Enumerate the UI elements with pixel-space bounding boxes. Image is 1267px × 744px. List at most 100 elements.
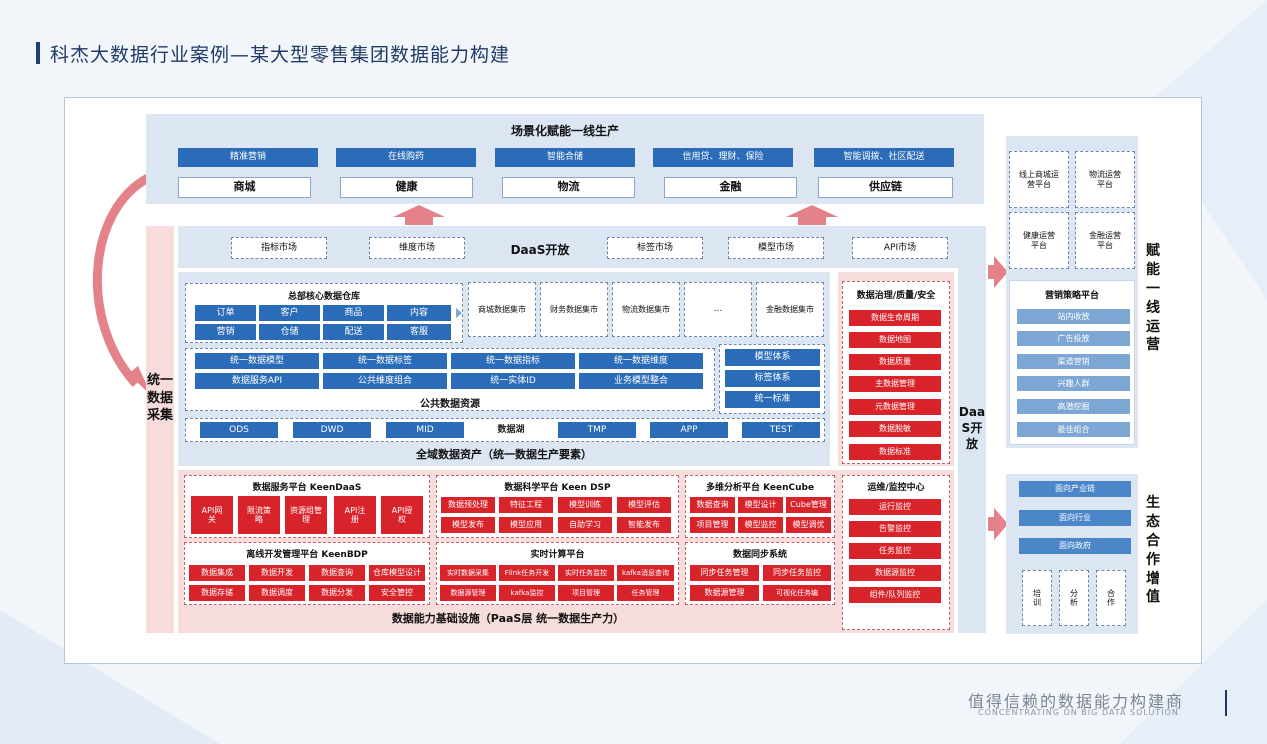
hq-cell: 营销	[195, 324, 256, 340]
keenbdp-item: 仓库模型设计	[369, 565, 425, 581]
sync-item: 同步任务管理	[690, 565, 759, 581]
market-item: 维度市场	[369, 237, 465, 259]
ops-item: 组件/队列监控	[849, 587, 941, 603]
up-arrow-stem	[405, 217, 433, 225]
layer-item: APP	[650, 422, 728, 438]
unified-item: 统一数据指标	[451, 353, 575, 369]
system-item: 标签体系	[725, 370, 820, 387]
eco-bottom: 分析	[1059, 570, 1089, 626]
up-arrow-icon	[786, 205, 838, 217]
realtime-item: Flink任务开发	[499, 565, 555, 581]
unified-item: 统一数据维度	[579, 353, 703, 369]
hq-cell: 订单	[195, 305, 256, 321]
ops-title: 运维/监控中心	[867, 483, 925, 493]
right-arrow-stem	[988, 517, 996, 531]
keencube-item: 模型调优	[786, 517, 831, 533]
keenbdp-item: 数据存储	[189, 585, 245, 601]
keendaas-title: 数据服务平台 KeenDaaS	[252, 483, 362, 493]
keendsp-item: 模型应用	[499, 517, 553, 533]
eco-bottom: 培训	[1022, 570, 1052, 626]
ops-platform-label: 金融运营平台	[1089, 231, 1121, 250]
scenario-tag: 精准营销	[178, 148, 318, 167]
keendaas-item: 限流策略	[238, 496, 280, 534]
sync-item: 数据源管理	[690, 585, 759, 601]
layer-item: MID	[386, 422, 464, 438]
governance-item: 数据标准	[849, 444, 941, 460]
ops-item: 告警监控	[849, 521, 941, 537]
keenbdp-item: 数据分发	[309, 585, 365, 601]
market-item: 模型市场	[728, 237, 824, 259]
data-mart-label: 商城数据集市	[478, 304, 526, 314]
data-mart: 商城数据集市	[468, 282, 536, 337]
keenbdp-title: 离线开发管理平台 KeenBDP	[246, 550, 368, 560]
keendsp-title: 数据科学平台 Keen DSP	[504, 483, 611, 493]
keendsp-item: 自助学习	[558, 517, 612, 533]
ops-platform-label: 线上商城运营平台	[1019, 170, 1059, 189]
title-accent-bar	[36, 42, 40, 64]
ops-item: 任务监控	[849, 543, 941, 559]
keencube-title: 多维分析平台 KeenCube	[705, 483, 815, 493]
daas-vertical-label: DaaS开放	[958, 405, 986, 452]
right-arrow-icon	[994, 256, 1008, 288]
right-arrow-icon	[994, 508, 1008, 540]
connector-arrow-icon	[456, 308, 462, 318]
ops-item: 运行监控	[849, 499, 941, 515]
keendsp-item: 数据预处理	[441, 497, 495, 513]
keendsp-item: 智能发布	[617, 517, 671, 533]
footer-accent-bar	[1225, 690, 1227, 716]
scenario-heading: 场景化赋能一线生产	[510, 124, 619, 138]
governance-title: 数据治理/质量/安全	[856, 291, 936, 301]
keendaas-item: API注册	[334, 496, 376, 534]
layer-item: TEST	[742, 422, 820, 438]
data-mart-label: 物流数据集市	[622, 304, 670, 314]
hq-warehouse-title: 总部核心数据仓库	[287, 292, 360, 302]
data-mart-label: 财务数据集市	[550, 304, 598, 314]
keendsp-item: 模型训练	[558, 497, 612, 513]
governance-item: 元数据管理	[849, 399, 941, 415]
data-mart: 财务数据集市	[540, 282, 608, 337]
biz-domain: 金融	[664, 177, 797, 198]
governance-item: 数据质量	[849, 354, 941, 370]
market-item: 指标市场	[231, 237, 327, 259]
sync-item: 可视化任务编	[763, 585, 831, 601]
keenbdp-item: 安全管控	[369, 585, 425, 601]
eco-item: 面向行业	[1019, 510, 1131, 526]
governance-item: 数据脱敏	[849, 421, 941, 437]
data-mart: …	[684, 282, 752, 337]
scenario-tag: 智能合储	[495, 148, 635, 167]
eco-bottom-label: 分析	[1070, 588, 1078, 607]
marketing-item: 最佳组合	[1017, 422, 1130, 437]
realtime-item: kafka监控	[499, 585, 555, 601]
hq-cell: 客服	[387, 324, 451, 340]
marketing-item: 高潜挖掘	[1017, 399, 1130, 414]
keenbdp-item: 数据开发	[249, 565, 305, 581]
unified-item: 统一实体ID	[451, 373, 575, 389]
realtime-item: kafka消息查询	[617, 565, 674, 581]
layer-item: TMP	[558, 422, 636, 438]
keencube-item: Cube管理	[786, 497, 831, 513]
marketing-title: 营销策略平台	[1044, 291, 1099, 301]
unified-item: 数据服务API	[195, 373, 319, 389]
marketing-item: 站内收放	[1017, 309, 1130, 324]
eco-bottom-label: 培训	[1033, 588, 1041, 607]
realtime-item: 项目管理	[558, 585, 614, 601]
layer-item: 数据湖	[497, 424, 525, 435]
eco-bottom-label: 合作	[1107, 588, 1115, 607]
keenbdp-item: 数据集成	[189, 565, 245, 581]
keencube-item: 项目管理	[690, 517, 735, 533]
layer-item: ODS	[200, 422, 278, 438]
keendsp-item: 模型评估	[617, 497, 671, 513]
data-mart: 物流数据集市	[612, 282, 680, 337]
market-item: API市场	[852, 237, 948, 259]
system-item: 统一标准	[725, 391, 820, 408]
marketing-item: 兴趣人群	[1017, 376, 1130, 391]
keenbdp-item: 数据查询	[309, 565, 365, 581]
hq-cell: 客户	[259, 305, 320, 321]
biz-domain: 商城	[178, 177, 311, 198]
ops-item: 数据源监控	[849, 565, 941, 581]
ecosystem-vertical-label: 生态合作增值	[1146, 495, 1160, 606]
ops-platform-label: 物流运营平台	[1089, 170, 1121, 189]
daas-open-label: DaaS开放	[510, 243, 570, 257]
hq-cell: 配送	[323, 324, 384, 340]
realtime-item: 数据源管理	[440, 585, 496, 601]
